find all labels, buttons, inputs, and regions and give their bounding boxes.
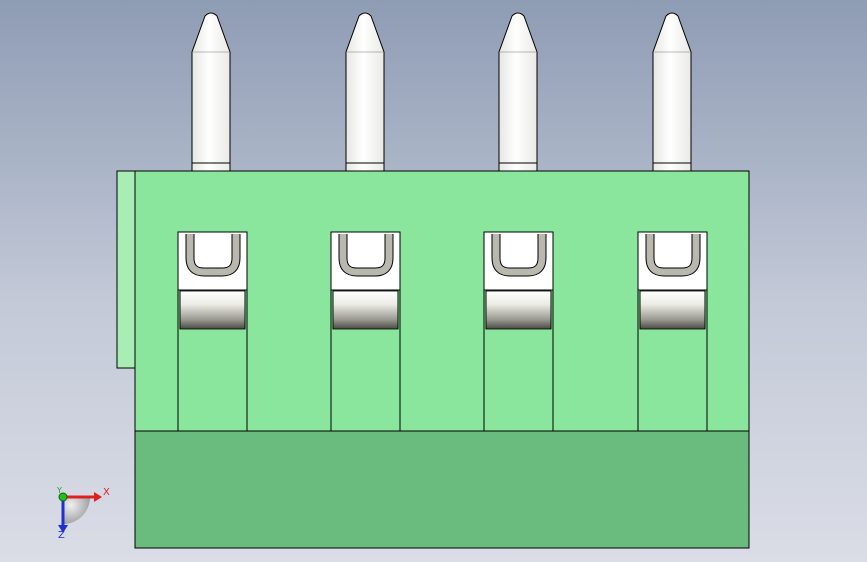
axis-triad — [58, 492, 102, 533]
u-clamp-inner — [655, 234, 691, 265]
pin-1 — [191, 12, 231, 172]
clamp-roller — [179, 290, 246, 330]
z-axis-label: Z — [58, 530, 65, 541]
x-axis-arrowhead — [94, 492, 102, 502]
wire-entry-3 — [483, 231, 554, 432]
pin-2 — [345, 12, 385, 172]
triad-shade — [63, 497, 90, 524]
y-axis-dot — [58, 492, 68, 502]
wire-entry-2 — [330, 231, 401, 432]
u-clamp-face — [492, 234, 546, 276]
u-clamp-face — [646, 234, 700, 276]
pin-body — [498, 12, 538, 172]
pin-4 — [652, 12, 692, 172]
wire-entry-1 — [177, 231, 248, 432]
x-axis-label: X — [103, 487, 110, 498]
pin-body — [652, 12, 692, 172]
u-clamp-face — [186, 234, 240, 276]
pin-body — [191, 12, 231, 172]
u-clamp-inner — [195, 234, 231, 265]
pin-3 — [498, 12, 538, 172]
clamp-roller — [332, 290, 399, 330]
side-tab — [116, 170, 136, 369]
u-clamp-inner — [501, 234, 537, 265]
u-clamp-inner — [348, 234, 384, 265]
housing-base — [134, 430, 750, 549]
clamp-roller — [485, 290, 552, 330]
pin-body — [345, 12, 385, 172]
y-axis-label: Y — [57, 486, 62, 495]
clamp-roller — [639, 290, 706, 330]
u-clamp-face — [339, 234, 393, 276]
wire-entry-4 — [637, 231, 708, 432]
z-axis-arrowhead — [58, 525, 68, 533]
